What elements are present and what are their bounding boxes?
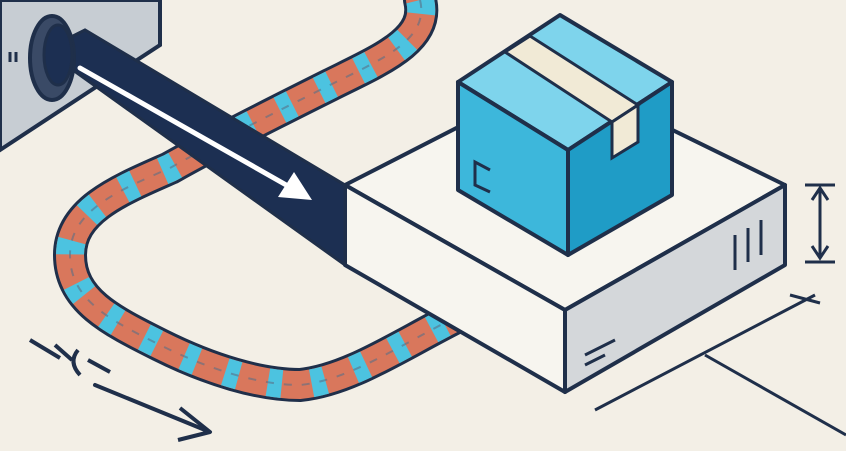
isometric-illustration	[0, 0, 846, 451]
